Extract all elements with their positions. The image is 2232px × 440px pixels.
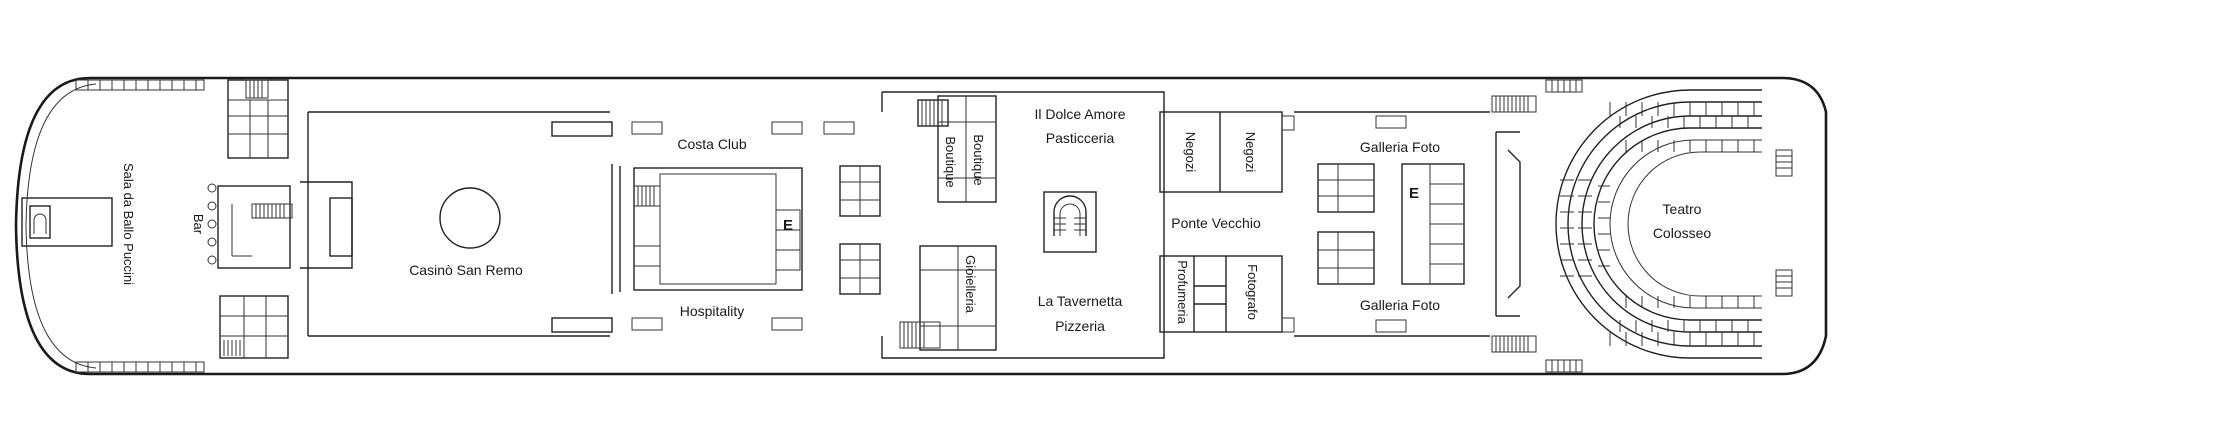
forward-stairs [1491,79,1583,373]
bar-area[interactable]: Bar [191,183,293,269]
label-teatro-1: Teatro [1663,201,1702,217]
label-casino: Casinò San Remo [409,262,523,278]
profumeria-fotografo[interactable]: Profumeria Fotografo [1159,255,1295,333]
elevator-icon: E [1409,185,1419,202]
ship-hull [14,76,1828,376]
label-tavernetta-2: Pizzeria [1055,318,1105,334]
aft-stairs-bottom [219,295,289,359]
casino-san-remo[interactable]: Casinò San Remo [300,111,610,337]
label-dolce-amore-1: Il Dolce Amore [1034,106,1125,122]
label-profumeria: Profumeria [1175,260,1190,324]
label-ponte-vecchio: Ponte Vecchio [1171,215,1261,231]
label-costa-club: Costa Club [677,136,746,152]
dolce-amore-tavernetta[interactable]: Il Dolce Amore Pasticceria La Tavernetta… [1034,106,1125,334]
midship-stairs [823,121,881,295]
label-fotografo: Fotografo [1245,264,1260,320]
teatro-colosseo[interactable]: Teatro Colosseo [1495,89,1793,359]
label-negozi-2: Negozi [1243,132,1258,173]
label-boutique-2: Boutique [971,134,986,185]
theatre-seating [1560,102,1755,346]
sala-da-ballo-puccini[interactable]: Sala da Ballo Puccini [21,163,136,285]
boutique-gioielleria[interactable]: Boutique Boutique Gioielleria [881,91,1165,359]
label-hospitality: Hospitality [680,303,745,319]
elevator-icon: E [783,217,793,234]
negozi-shops[interactable]: Negozi Negozi [1159,111,1295,193]
label-bar: Bar [191,214,206,235]
aft-balcony-bottom [75,361,205,373]
galleria-foto[interactable]: Galleria Foto Galleria Foto [1294,111,1490,337]
label-boutique-1: Boutique [943,136,958,187]
label-gioielleria: Gioielleria [963,255,978,314]
label-tavernetta-1: La Tavernetta [1038,293,1123,309]
label-sala-da-ballo: Sala da Ballo Puccini [121,163,136,285]
label-galleria-foto-bottom: Galleria Foto [1360,297,1440,313]
label-negozi-1: Negozi [1183,132,1198,173]
label-galleria-foto-top: Galleria Foto [1360,139,1440,155]
costa-club-hospitality[interactable]: Costa Club Hospitality [551,121,803,333]
aft-balcony-top [75,79,205,91]
aft-stairs-top [227,79,289,159]
label-dolce-amore-2: Pasticceria [1046,130,1115,146]
label-teatro-2: Colosseo [1653,225,1712,241]
